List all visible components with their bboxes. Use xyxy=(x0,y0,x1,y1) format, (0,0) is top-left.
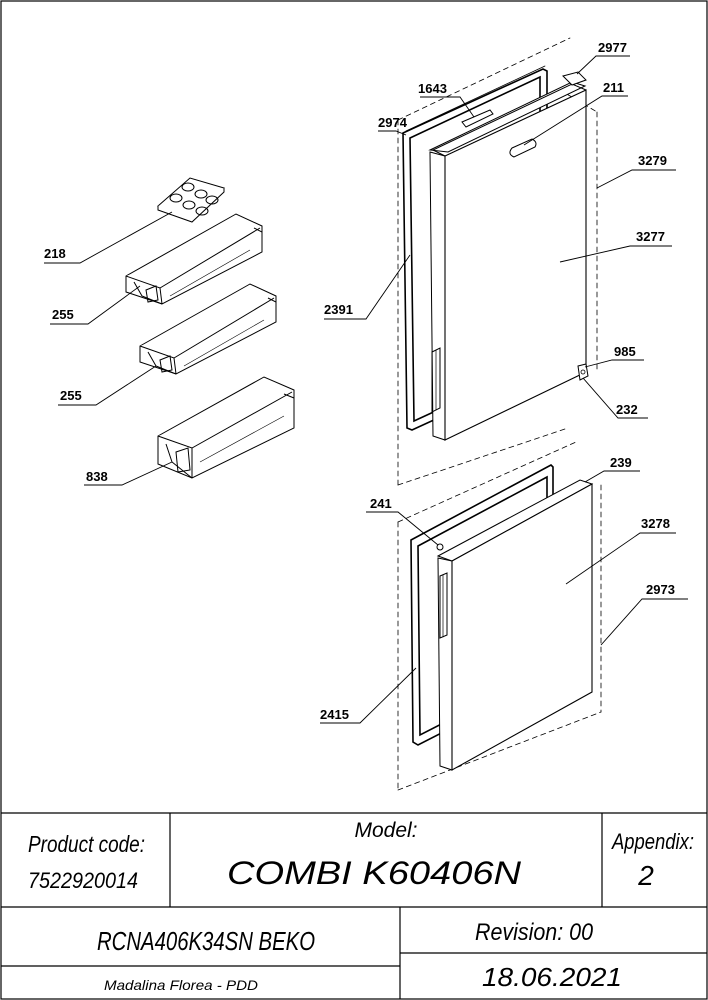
callout-211: 211 xyxy=(603,80,624,95)
leader-239 xyxy=(584,470,640,483)
egg-tray xyxy=(157,177,225,223)
leader-838 xyxy=(84,461,173,486)
callout-218: 218 xyxy=(44,246,66,261)
callout-2973: 2973 xyxy=(646,582,675,597)
leader-2391 xyxy=(324,254,411,320)
upper-door-assembly xyxy=(397,37,598,486)
product-name: RCNA406K34SN BEKO xyxy=(97,926,315,956)
leader-211 xyxy=(523,95,628,146)
door-shelf-1 xyxy=(125,213,263,305)
leader-2973 xyxy=(600,598,688,646)
leader-255a xyxy=(50,285,141,325)
leader-985 xyxy=(584,359,644,368)
callout-3277: 3277 xyxy=(636,229,665,244)
callout-255-upper: 255 xyxy=(52,307,74,322)
door-shelf-bottle xyxy=(157,376,295,479)
callout-241: 241 xyxy=(370,496,392,511)
leader-255b xyxy=(58,365,157,406)
callout-255-lower: 255 xyxy=(60,388,82,403)
lower-door-assembly xyxy=(397,441,602,791)
door-shelf-2 xyxy=(139,283,277,375)
callout-232: 232 xyxy=(616,402,638,417)
product-code-label: Product code: xyxy=(28,831,145,857)
callout-labels: 2977 1643 211 2974 3279 3277 218 255 239… xyxy=(44,40,675,722)
callout-2415: 2415 xyxy=(320,707,349,722)
callout-1643: 1643 xyxy=(418,81,447,96)
leader-3278 xyxy=(565,532,676,585)
callout-3278: 3278 xyxy=(641,516,670,531)
callout-2977: 2977 xyxy=(598,40,627,55)
revision: Revision: 00 xyxy=(475,919,594,946)
callout-838: 838 xyxy=(86,469,108,484)
leader-2415 xyxy=(320,667,417,724)
leader-1643 xyxy=(420,96,475,118)
leader-218 xyxy=(44,211,173,264)
revision-date: 18.06.2021 xyxy=(482,962,622,992)
appendix-label: Appendix: xyxy=(610,829,694,854)
leader-241 xyxy=(366,511,439,546)
leader-3277 xyxy=(559,245,672,263)
author: Madalina Florea - PDD xyxy=(104,977,258,993)
callout-2974: 2974 xyxy=(378,115,408,130)
callout-239: 239 xyxy=(610,455,632,470)
title-block xyxy=(1,812,707,999)
leader-3279 xyxy=(596,169,676,189)
leader-2977 xyxy=(576,55,630,75)
leader-2974 xyxy=(378,130,407,136)
appendix-value: 2 xyxy=(637,860,654,891)
leader-lines xyxy=(44,55,688,724)
callout-2391: 2391 xyxy=(324,302,353,317)
callout-985: 985 xyxy=(614,344,636,359)
product-code-value: 7522920014 xyxy=(28,868,138,893)
callout-3279: 3279 xyxy=(638,153,667,168)
model-value: COMBI K60406N xyxy=(227,855,522,891)
model-label: Model: xyxy=(354,819,417,842)
leader-232 xyxy=(582,377,648,419)
